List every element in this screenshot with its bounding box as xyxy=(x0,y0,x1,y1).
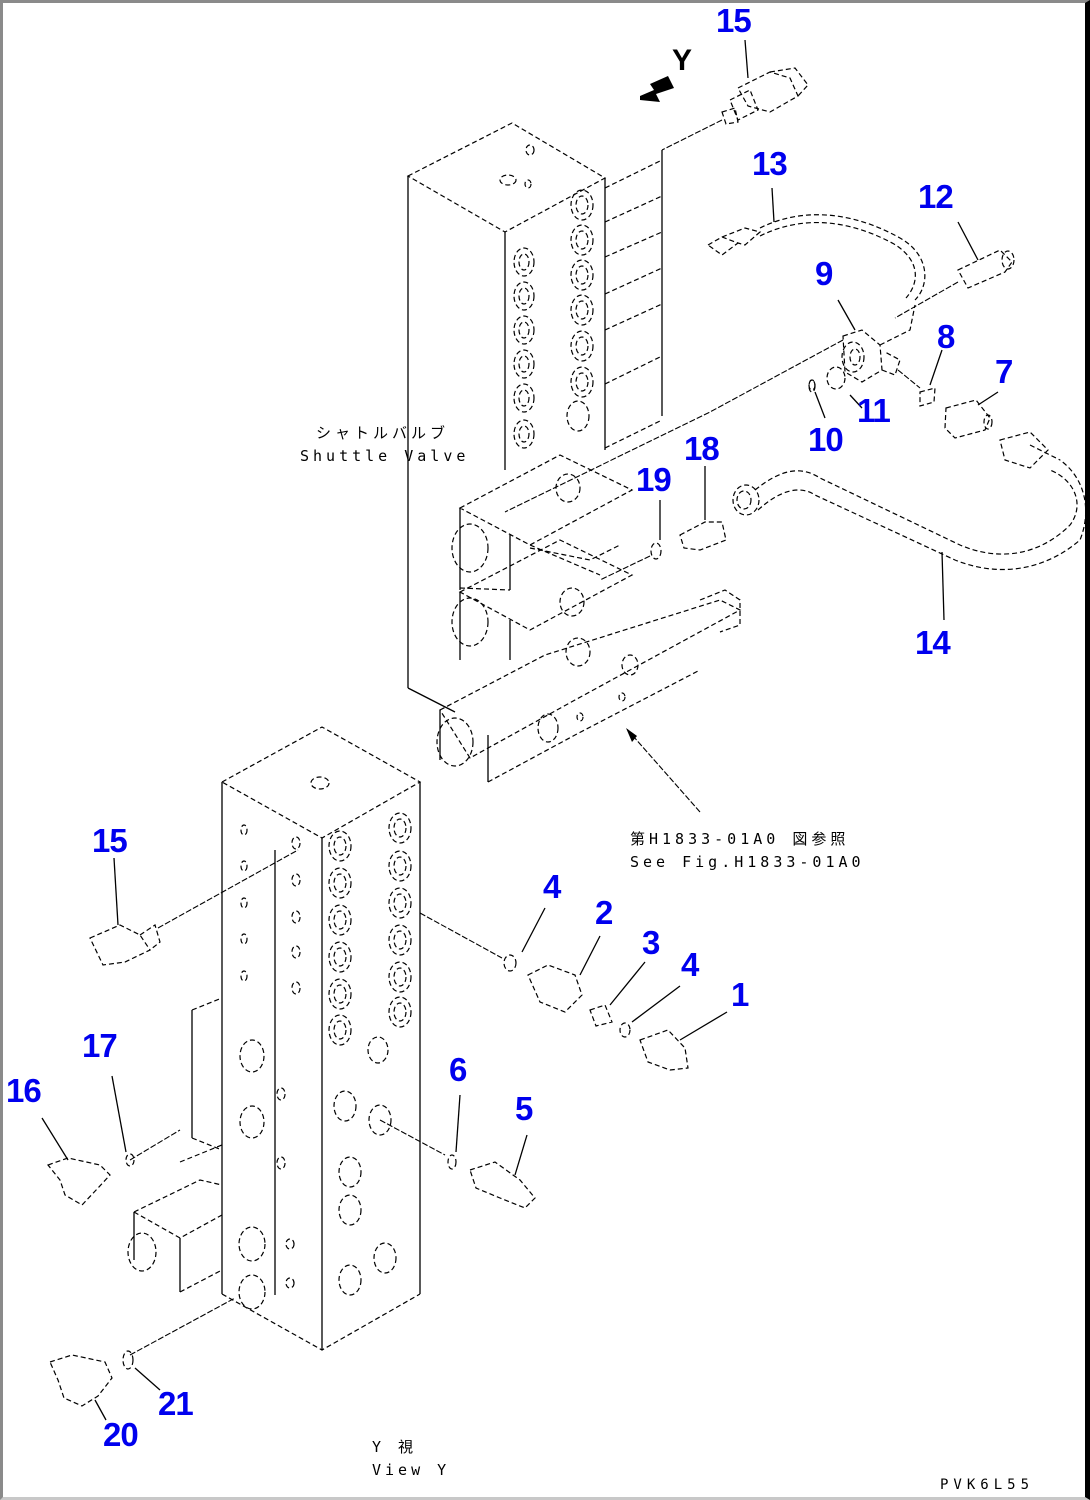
see-fig-leader xyxy=(625,727,701,813)
callout-12[interactable]: 12 xyxy=(918,178,954,215)
callout-6[interactable]: 6 xyxy=(449,1051,467,1088)
oring-17 xyxy=(125,1153,135,1167)
oring-21 xyxy=(122,1350,134,1370)
callout-4b[interactable]: 4 xyxy=(681,946,699,983)
callout-5[interactable]: 5 xyxy=(515,1090,533,1127)
callout-15-left[interactable]: 15 xyxy=(92,822,128,859)
hose-14 xyxy=(732,431,1087,621)
callout-15-top[interactable]: 15 xyxy=(716,2,752,39)
view-y-label-jp: Y 視 xyxy=(372,1438,418,1456)
elbow-12 xyxy=(894,221,1015,319)
callout-1[interactable]: 1 xyxy=(731,976,749,1013)
switch-assembly-5 xyxy=(379,1094,536,1209)
plug-3 xyxy=(589,1004,613,1027)
port-column-b xyxy=(566,189,594,432)
drawing-code: PVK6L55 xyxy=(940,1477,1035,1493)
left-face-ports xyxy=(238,824,301,1310)
oring-19 xyxy=(599,500,662,581)
callout-16[interactable]: 16 xyxy=(6,1072,42,1109)
pressure-switch-5 xyxy=(469,1161,536,1209)
oring-6 xyxy=(447,1154,457,1170)
oring-10 xyxy=(808,379,816,393)
switch-assembly-16 xyxy=(41,1075,181,1206)
solenoid-valve-stack xyxy=(436,454,742,783)
see-fig-note-jp: 第H1833-01A0 図参照 xyxy=(630,830,850,848)
see-fig-note-en: See Fig.H1833-01A0 xyxy=(630,853,865,871)
callout-19[interactable]: 19 xyxy=(636,461,672,498)
callout-9[interactable]: 9 xyxy=(815,255,833,292)
pressure-switch-1 xyxy=(639,1029,689,1071)
callout-20[interactable]: 20 xyxy=(103,1416,139,1453)
view-y-label-en: View Y xyxy=(372,1461,451,1479)
port-column-a xyxy=(513,247,535,449)
control-valve-block-view-y xyxy=(127,726,422,1351)
see-fig-arrowhead xyxy=(626,728,637,742)
callout-21[interactable]: 21 xyxy=(158,1385,194,1422)
adapter-2 xyxy=(527,964,583,1013)
shuttle-valve-block xyxy=(406,122,663,713)
connector-18 xyxy=(679,466,727,551)
front-face-ports xyxy=(328,812,412,1296)
callout-11[interactable]: 11 xyxy=(857,392,891,429)
wiring-harness-13 xyxy=(706,187,926,301)
pressure-sensor-15-left xyxy=(89,849,299,966)
view-direction-label: Y xyxy=(672,44,693,77)
callout-8[interactable]: 8 xyxy=(937,318,955,355)
callout-2[interactable]: 2 xyxy=(595,894,613,931)
oring-8 xyxy=(897,349,943,407)
shuttle-valve-label-jp: シャトルバルブ xyxy=(316,424,450,442)
solenoid-valve-9 xyxy=(504,299,916,513)
switch-assembly-20 xyxy=(49,1297,236,1421)
shuttle-valve-label-en: Shuttle Valve xyxy=(300,447,470,465)
oring-4a xyxy=(503,954,517,972)
callout-4a[interactable]: 4 xyxy=(543,868,561,905)
pressure-switch-20 xyxy=(49,1354,113,1407)
connector-7 xyxy=(944,391,999,439)
callout-10[interactable]: 10 xyxy=(808,421,844,458)
callout-17[interactable]: 17 xyxy=(82,1027,118,1064)
pressure-sensor-15-top xyxy=(661,39,809,151)
pressure-switch-16 xyxy=(47,1157,111,1206)
callout-13[interactable]: 13 xyxy=(752,145,788,182)
callout-7[interactable]: 7 xyxy=(995,353,1013,390)
callout-3[interactable]: 3 xyxy=(642,924,660,961)
oring-4b xyxy=(619,1022,631,1038)
callout-14[interactable]: 14 xyxy=(915,624,951,661)
callout-18[interactable]: 18 xyxy=(684,430,720,467)
adapter-assembly-right xyxy=(419,907,728,1071)
view-direction-arrow-icon xyxy=(640,76,674,102)
